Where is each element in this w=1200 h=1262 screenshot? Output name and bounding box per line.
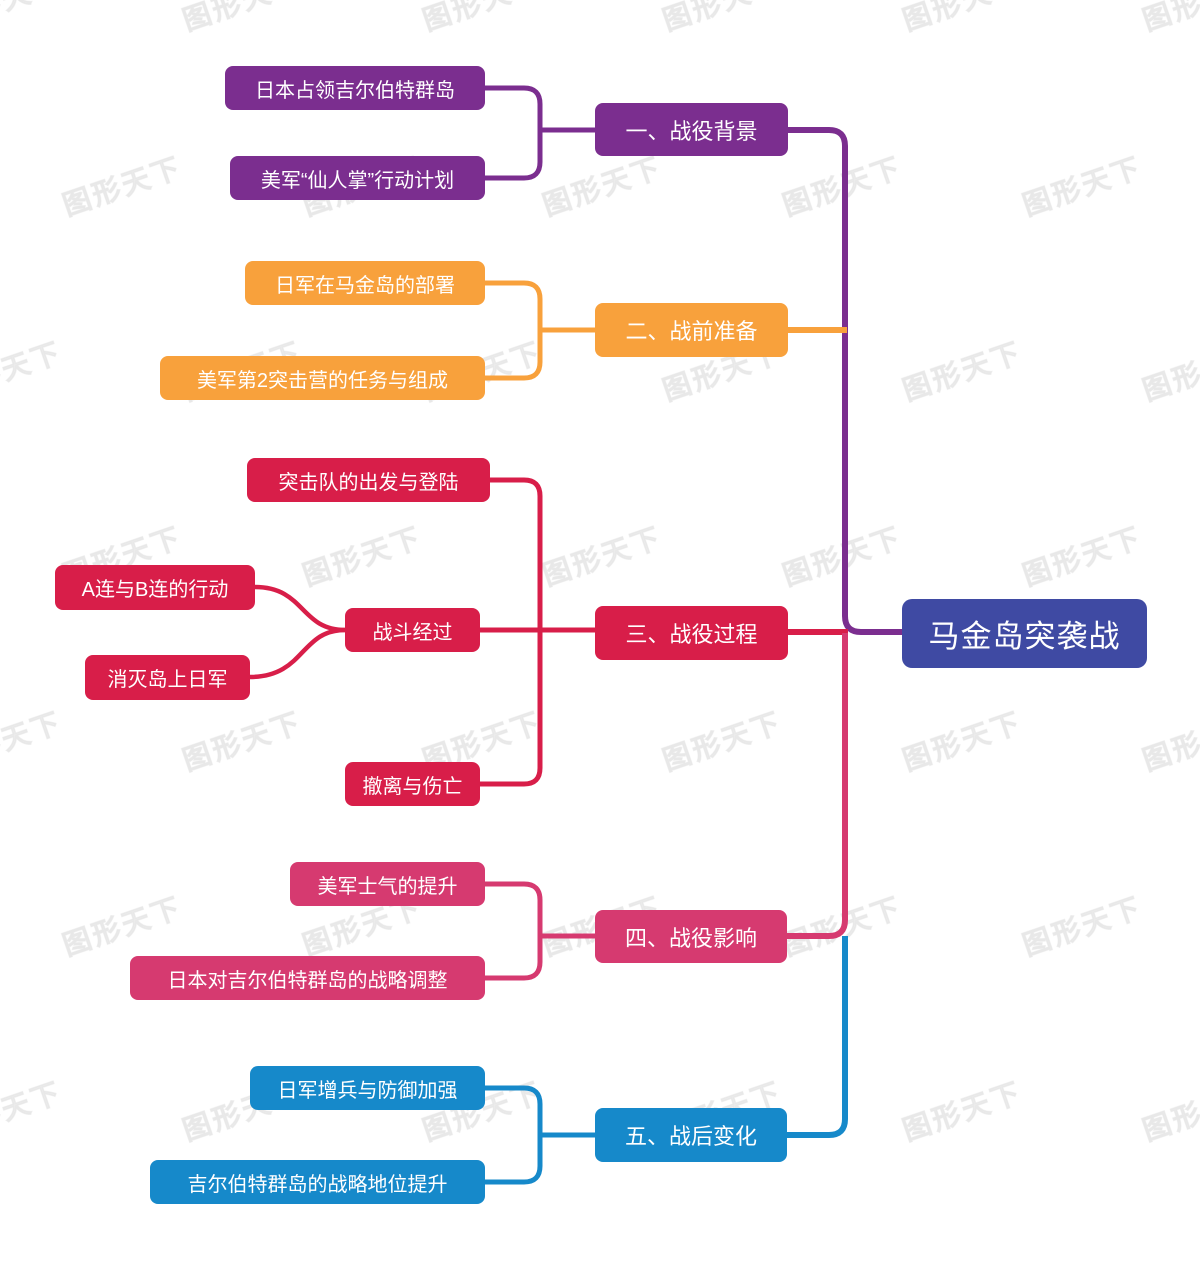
child-japanese-deployment-makin[interactable]: 日军在马金岛的部署 [245,261,485,305]
child-company-a-b-actions[interactable]: A连与B连的行动 [55,565,255,610]
connector-combat-to-wipe-out [249,627,346,680]
branch-5-node[interactable]: 五、战后变化 [595,1108,787,1162]
child-japan-occupies-gilberts[interactable]: 日本占领吉尔伯特群岛 [225,66,485,110]
child-japanese-reinforcement[interactable]: 日军增兵与防御加强 [250,1066,485,1110]
child-us-morale-boost[interactable]: 美军士气的提升 [290,862,485,906]
child-raiders-departure-landing[interactable]: 突击队的出发与登陆 [247,458,490,502]
trunk-branch-4 [786,633,848,939]
branch-3-node[interactable]: 三、战役过程 [595,606,788,660]
trunk-branch-5 [786,936,848,1138]
connector-combat-to-company-ab [254,584,346,633]
child-withdrawal-casualties[interactable]: 撤离与伤亡 [345,762,480,806]
trunk-branch-1 [786,127,903,635]
branch-4-node[interactable]: 四、战役影响 [595,910,787,963]
connector-branch-5-children [485,1085,543,1185]
child-wipe-out-japanese[interactable]: 消灭岛上日军 [85,655,250,700]
child-japan-strategy-adjustment[interactable]: 日本对吉尔伯特群岛的战略调整 [130,956,485,1000]
child-us-cactus-plan[interactable]: 美军“仙人掌”行动计划 [230,156,485,200]
root-node[interactable]: 马金岛突袭战 [902,599,1147,668]
child-combat-course[interactable]: 战斗经过 [345,608,480,652]
branch-1-node[interactable]: 一、战役背景 [595,103,788,156]
connector-branch-2-children [485,280,543,381]
child-us-2nd-raider-battalion[interactable]: 美军第2突击营的任务与组成 [160,356,485,400]
branch-2-node[interactable]: 二、战前准备 [595,303,788,357]
child-gilberts-strategic-status[interactable]: 吉尔伯特群岛的战略地位提升 [150,1160,485,1204]
connector-branch-1-children [485,85,543,181]
connector-branch-4-children [485,881,543,981]
